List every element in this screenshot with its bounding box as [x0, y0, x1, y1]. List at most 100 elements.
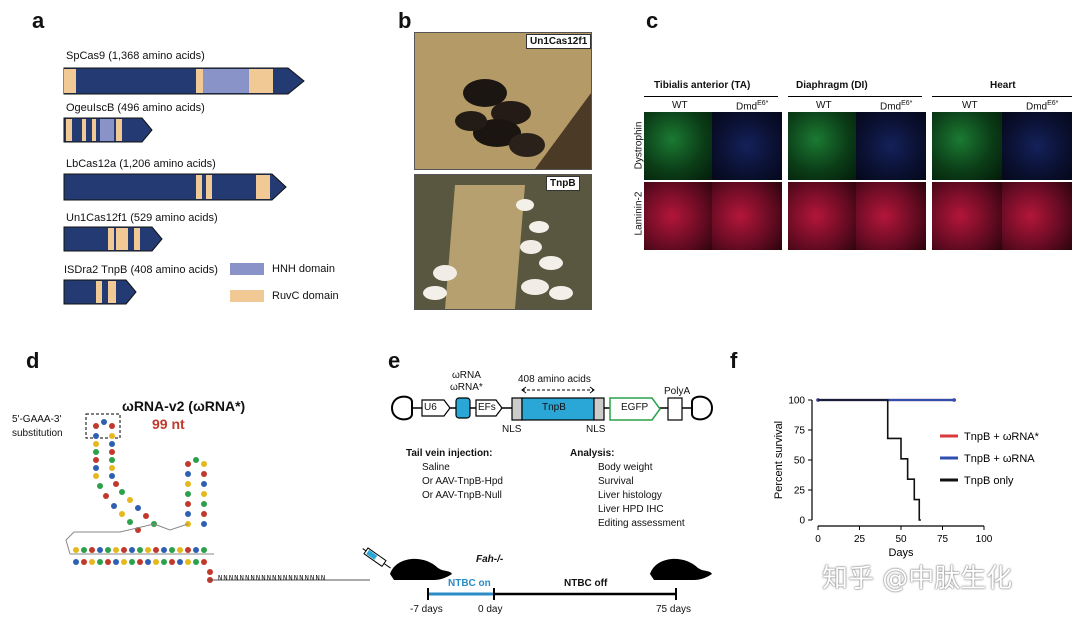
- dmd-sup: E6*: [757, 100, 769, 107]
- ogeuiscb-arrow: [63, 117, 153, 143]
- analysis-item-3: Liver histology: [598, 490, 662, 501]
- x-axis-label: Days: [888, 547, 914, 559]
- hnh-legend-label: HNH domain: [272, 263, 335, 275]
- mice-photo-dark: [415, 33, 591, 169]
- dmd-sup: E6*: [1047, 100, 1059, 107]
- panel-label-d: d: [26, 348, 40, 373]
- dmd-text: Dmd: [736, 101, 758, 113]
- row-label-dystrophin: Dystrophin: [633, 121, 645, 170]
- analysis-title: Analysis:: [570, 448, 615, 459]
- nls-right: [593, 397, 605, 421]
- panel-label-b: b: [398, 8, 412, 33]
- left-stem: [93, 419, 157, 533]
- photo-tnpb-mice: [414, 174, 592, 310]
- protein-label-tnpb: ISDra2 TnpB (408 amino acids): [64, 264, 218, 276]
- nls-label-right: NLS: [586, 424, 606, 435]
- dmd-text: Dmd: [1026, 101, 1048, 113]
- timeline-diagram: [362, 547, 712, 600]
- y-tick-label: 100: [788, 396, 805, 407]
- dmd-text: Dmd: [880, 101, 902, 113]
- mice-photo-white: [415, 175, 591, 309]
- protein-label-lbcas12a: LbCas12a (1,206 amino acids): [66, 158, 216, 170]
- watermark-text: 知乎 @中肽生化: [822, 564, 1013, 594]
- series-line-2: [818, 399, 921, 521]
- substitution-box: [85, 413, 121, 439]
- micrograph-ta-dmd-dystrophin: [712, 112, 782, 180]
- micrograph-ta-dmd-laminin: [712, 182, 782, 250]
- legend-label-2: TnpB only: [964, 475, 1014, 487]
- ruvc-legend-label: RuvC domain: [272, 290, 339, 302]
- analysis-item-5: Editing assessment: [598, 518, 685, 529]
- x-tick-label: 50: [895, 534, 907, 545]
- dmd-sup: E6*: [901, 100, 913, 107]
- photo-un1cas12f1-mice: [414, 32, 592, 170]
- micrograph-heart-dmd-laminin: [1002, 182, 1072, 250]
- ntbc-on-label: NTBC on: [448, 578, 491, 589]
- nls-left: [511, 397, 523, 421]
- itr-right: [691, 395, 714, 421]
- efs-promoter: [475, 399, 503, 417]
- injection-item-2: Or AAV-TnpB-Hpd: [422, 476, 503, 487]
- series-point-1: [952, 398, 956, 402]
- panel-label-e: e: [388, 348, 401, 373]
- protein-domain-diagram: [63, 67, 305, 305]
- connector-hairpin: [153, 523, 189, 531]
- omega-rna-box: [455, 397, 471, 419]
- panel-label-c: c: [646, 8, 659, 33]
- col-wt-heart: WT: [962, 100, 978, 111]
- y-axis-label: Percent survival: [773, 421, 785, 499]
- micrograph-ta-wt-laminin: [644, 182, 714, 250]
- heart-group-line: [932, 96, 1072, 97]
- row-label-laminin: Laminin-2: [633, 191, 645, 236]
- timeline-day-1: -7 days: [410, 604, 443, 615]
- legend-label-0: TnpB + ωRNA*: [964, 431, 1040, 443]
- spcas9-arrow: [63, 67, 305, 95]
- legend-label-1: TnpB + ωRNA: [964, 453, 1035, 465]
- substitution-label: substitution: [12, 428, 63, 439]
- y-tick-label: 25: [794, 486, 806, 497]
- photo-tag-un1cas12f1: Un1Cas12f1: [526, 34, 592, 49]
- rna-length: 99 nt: [152, 416, 185, 432]
- syringe-icon: [362, 547, 391, 569]
- fah-label: Fah-/-: [476, 554, 504, 565]
- panel-label-f: f: [730, 348, 738, 373]
- photo-tag-tnpb: TnpB: [546, 176, 580, 191]
- lbcas12a-arrow: [63, 173, 287, 201]
- nls-label-left: NLS: [502, 424, 522, 435]
- col-dmd-di: DmdE6*: [880, 100, 912, 112]
- injection-item-1: Saline: [422, 462, 450, 473]
- aav-construct-diagram: [390, 386, 714, 421]
- col-wt-ta: WT: [672, 100, 688, 111]
- polya-label: PolyA: [664, 386, 691, 397]
- y-tick-label: 0: [799, 516, 805, 527]
- rna-structure-diagram: [65, 413, 370, 583]
- micrograph-di-dmd-laminin: [856, 182, 926, 250]
- micrograph-di-wt-laminin: [788, 182, 858, 250]
- x-tick-label: 100: [976, 534, 993, 545]
- x-tick-label: 0: [815, 534, 821, 545]
- un1cas12f1-arrow: [63, 226, 163, 252]
- aa-length-label: 408 amino acids: [518, 374, 591, 385]
- omega-rna-label: ωRNA: [452, 370, 481, 381]
- timeline-day-3: 75 days: [656, 604, 692, 615]
- ruvc-legend-swatch: [230, 290, 264, 302]
- x-tick-label: 25: [854, 534, 866, 545]
- tissue-label-ta: Tibialis anterior (TA): [654, 80, 751, 91]
- tissue-label-di: Diaphragm (DI): [796, 80, 868, 91]
- micrograph-di-dmd-dystrophin: [856, 112, 926, 180]
- connector-loop: [65, 523, 155, 555]
- mouse-icon-end: [650, 558, 712, 580]
- chart-legend: TnpB + ωRNA* TnpB + ωRNA TnpB only: [940, 431, 1040, 487]
- analysis-item-4: Liver HPD IHC: [598, 504, 664, 515]
- x-tick-label: 75: [937, 534, 949, 545]
- ta-group-line: [644, 96, 778, 97]
- col-wt-di: WT: [816, 100, 832, 111]
- micrograph-di-wt-dystrophin: [788, 112, 858, 180]
- micrograph-heart-wt-dystrophin: [932, 112, 1002, 180]
- col-dmd-ta: DmdE6*: [736, 100, 768, 112]
- di-group-line: [788, 96, 922, 97]
- protein-label-spcas9: SpCas9 (1,368 amino acids): [66, 50, 205, 62]
- efs-label: EFs: [478, 402, 496, 413]
